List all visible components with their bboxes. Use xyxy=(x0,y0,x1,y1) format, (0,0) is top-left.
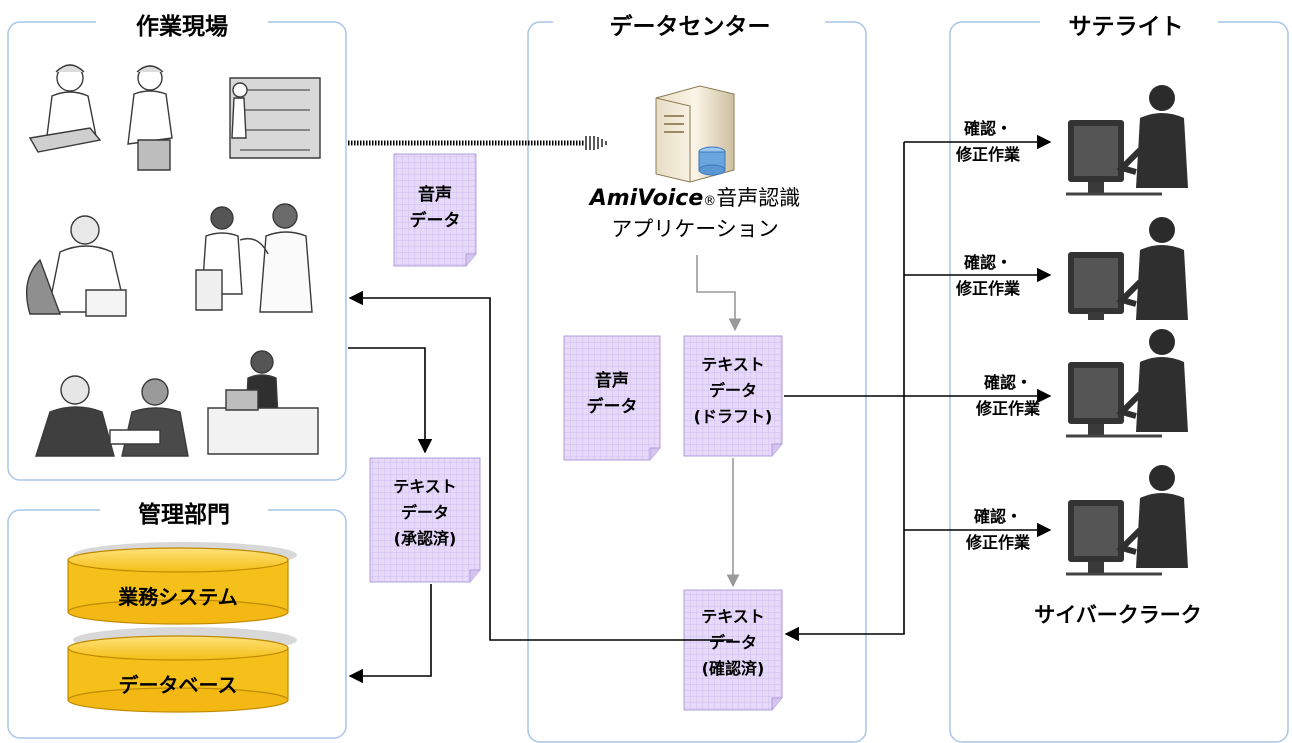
section-title-satellite: サテライト xyxy=(1069,14,1184,40)
arrow-audio-upload xyxy=(348,136,607,150)
document-text-draft-line2: データ xyxy=(709,381,757,400)
database-data xyxy=(67,627,297,713)
worker-illustration-3 xyxy=(35,350,319,457)
document-text-approved-line2: データ xyxy=(401,503,449,522)
server-app-line1: 音声認識 xyxy=(716,186,800,210)
document-text-confirmed-line2: データ xyxy=(709,633,757,652)
document-text-draft xyxy=(683,335,783,457)
server-title: AmiVoice®音声認識 xyxy=(588,186,801,211)
section-title-management: 管理部門 xyxy=(138,501,230,528)
clerk-4-task-line1: 確認・ xyxy=(974,507,1022,526)
panel-satellite xyxy=(949,8,1289,743)
clerk-illustration-4 xyxy=(1066,465,1188,576)
document-audio-upload xyxy=(393,153,477,267)
document-audio-upload-line1: 音声 xyxy=(418,184,452,205)
database-label-data: データベース xyxy=(119,673,238,697)
server-brand: AmiVoice xyxy=(588,186,704,211)
clerk-1-task-line1: 確認・ xyxy=(964,119,1012,138)
document-text-approved-line1: テキスト xyxy=(393,477,457,496)
clerk-3-task-line2: 修正作業 xyxy=(975,399,1041,418)
clerk-2-task-line2: 修正作業 xyxy=(955,279,1021,298)
arrow-confirmed-to-approved xyxy=(348,347,433,454)
panel-worksite xyxy=(7,8,347,481)
document-text-draft-line1: テキスト xyxy=(701,355,765,374)
panel-management xyxy=(7,495,347,739)
server-app-line2: アプリケーション xyxy=(611,217,779,241)
database-business-system xyxy=(67,542,297,625)
server-registered-mark: ® xyxy=(703,194,716,209)
clerk-4-task-line2: 修正作業 xyxy=(965,533,1031,552)
clerks-caption: サイバークラーク xyxy=(1034,603,1202,627)
document-text-confirmed-line1: テキスト xyxy=(701,607,765,626)
document-audio-dc-line2: データ xyxy=(587,396,638,417)
document-text-draft-line3: (ドラフト) xyxy=(694,407,773,426)
arrow-server-to-draft xyxy=(696,255,742,332)
document-text-confirmed xyxy=(683,589,783,711)
document-audio-datacenter xyxy=(563,335,661,461)
clerk-2-task-line1: 確認・ xyxy=(964,253,1012,272)
document-text-confirmed-line3: (確認済) xyxy=(702,659,765,678)
clerk-illustration-3 xyxy=(1066,329,1188,438)
arrow-confirmed-to-worksite xyxy=(348,290,733,641)
clerk-illustration-1 xyxy=(1066,85,1188,196)
connector-clerk-bus xyxy=(784,142,905,642)
worker-illustration-2 xyxy=(26,203,313,317)
section-title-datacenter: データセンター xyxy=(610,13,771,40)
server-icon xyxy=(655,85,735,183)
document-text-approved xyxy=(369,457,481,583)
database-label-business-system: 業務システム xyxy=(118,585,237,609)
clerk-3-task-line1: 確認・ xyxy=(984,373,1032,392)
panel-datacenter xyxy=(527,8,867,743)
arrow-approved-to-database xyxy=(348,584,432,684)
document-audio-upload-line2: データ xyxy=(410,210,461,231)
worker-illustration-1 xyxy=(28,64,321,171)
document-audio-dc-line1: 音声 xyxy=(595,370,629,391)
clerk-illustration-2 xyxy=(1068,217,1188,320)
clerk-1-task-line2: 修正作業 xyxy=(955,145,1021,164)
document-text-approved-line3: (承認済) xyxy=(394,529,457,548)
section-title-worksite: 作業現場 xyxy=(136,13,228,40)
